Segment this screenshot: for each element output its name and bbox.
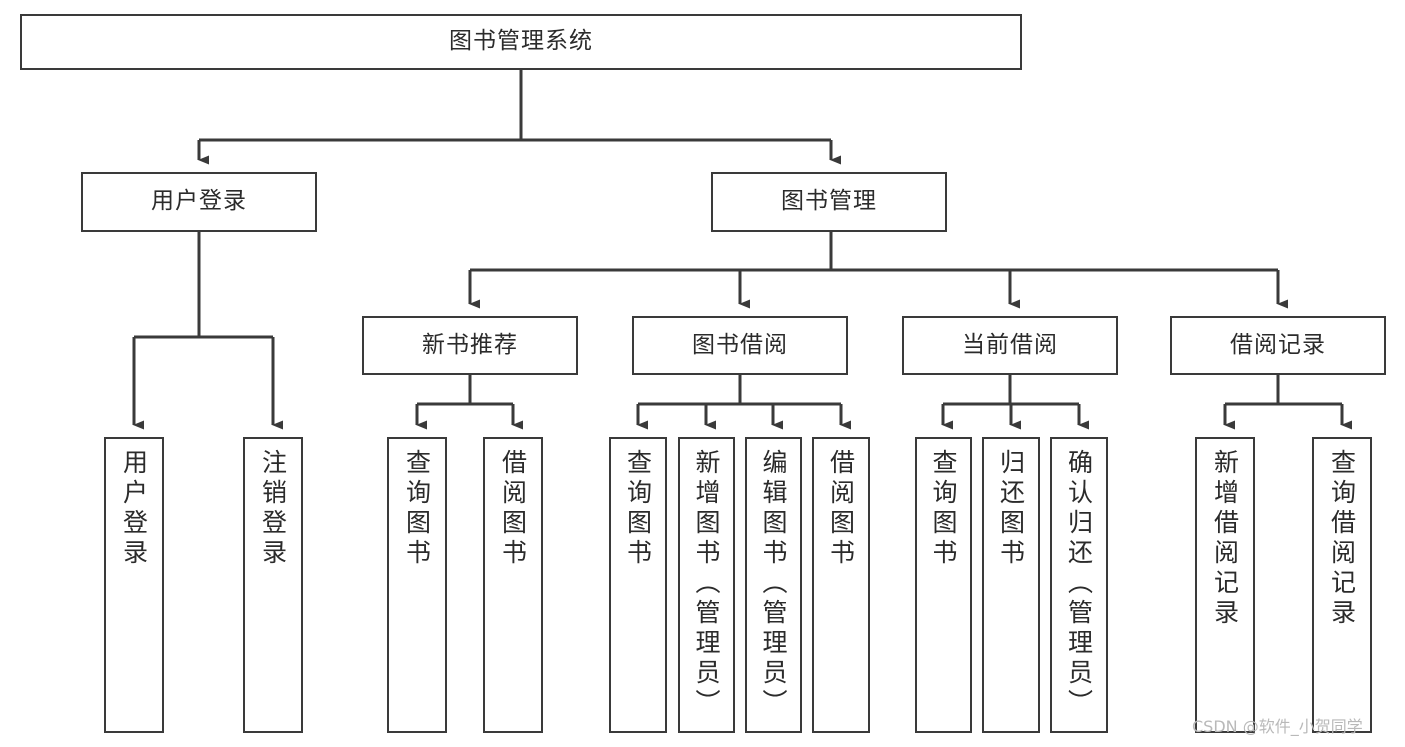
node-label: 注销登录: [258, 449, 288, 569]
node-label: 借阅图书: [498, 449, 528, 569]
leaf-current-query-book[interactable]: 查询图书: [915, 437, 972, 733]
node-label: 归还图书: [996, 449, 1026, 569]
node-borrow-record[interactable]: 借阅记录: [1170, 316, 1386, 375]
node-current-borrow[interactable]: 当前借阅: [902, 316, 1118, 375]
leaf-user-login-logout[interactable]: 注销登录: [243, 437, 303, 733]
node-label: 编辑图书（管理员）: [759, 449, 788, 719]
node-book-management[interactable]: 图书管理: [711, 172, 947, 232]
node-label: 当前借阅: [962, 331, 1058, 358]
leaf-borrow-edit-book[interactable]: 编辑图书（管理员）: [745, 437, 802, 733]
leaf-current-confirm-return[interactable]: 确认归还（管理员）: [1050, 437, 1108, 733]
leaf-current-return-book[interactable]: 归还图书: [982, 437, 1040, 733]
node-user-login[interactable]: 用户登录: [81, 172, 317, 232]
node-label: 用户登录: [151, 188, 247, 215]
node-label: 确认归还（管理员）: [1064, 449, 1094, 719]
node-label: 新增借阅记录: [1210, 449, 1240, 629]
node-label: 借阅图书: [826, 449, 856, 569]
node-root-system[interactable]: 图书管理系统: [20, 14, 1022, 70]
node-book-borrow[interactable]: 图书借阅: [632, 316, 848, 375]
node-label: 查询图书: [623, 449, 653, 569]
node-label: 图书借阅: [692, 331, 788, 358]
leaf-borrow-borrow-book[interactable]: 借阅图书: [812, 437, 870, 733]
node-label: 查询图书: [929, 449, 958, 569]
leaf-new-book-borrow[interactable]: 借阅图书: [483, 437, 543, 733]
leaf-borrow-add-book[interactable]: 新增图书（管理员）: [678, 437, 735, 733]
leaf-record-add[interactable]: 新增借阅记录: [1195, 437, 1255, 733]
node-label: 查询借阅记录: [1327, 449, 1357, 629]
node-label: 图书管理系统: [449, 28, 593, 55]
leaf-user-login-login[interactable]: 用户登录: [104, 437, 164, 733]
node-label: 图书管理: [781, 188, 877, 215]
node-label: 新增图书（管理员）: [692, 449, 721, 719]
node-label: 用户登录: [119, 449, 149, 569]
leaf-new-book-query[interactable]: 查询图书: [387, 437, 447, 733]
node-label: 借阅记录: [1230, 331, 1326, 358]
csdn-watermark: CSDN @软件_小贺同学: [1192, 717, 1363, 736]
node-label: 新书推荐: [422, 331, 518, 358]
node-new-book-recommend[interactable]: 新书推荐: [362, 316, 578, 375]
leaf-borrow-query-book[interactable]: 查询图书: [609, 437, 667, 733]
node-label: 查询图书: [402, 449, 432, 569]
leaf-record-query[interactable]: 查询借阅记录: [1312, 437, 1372, 733]
